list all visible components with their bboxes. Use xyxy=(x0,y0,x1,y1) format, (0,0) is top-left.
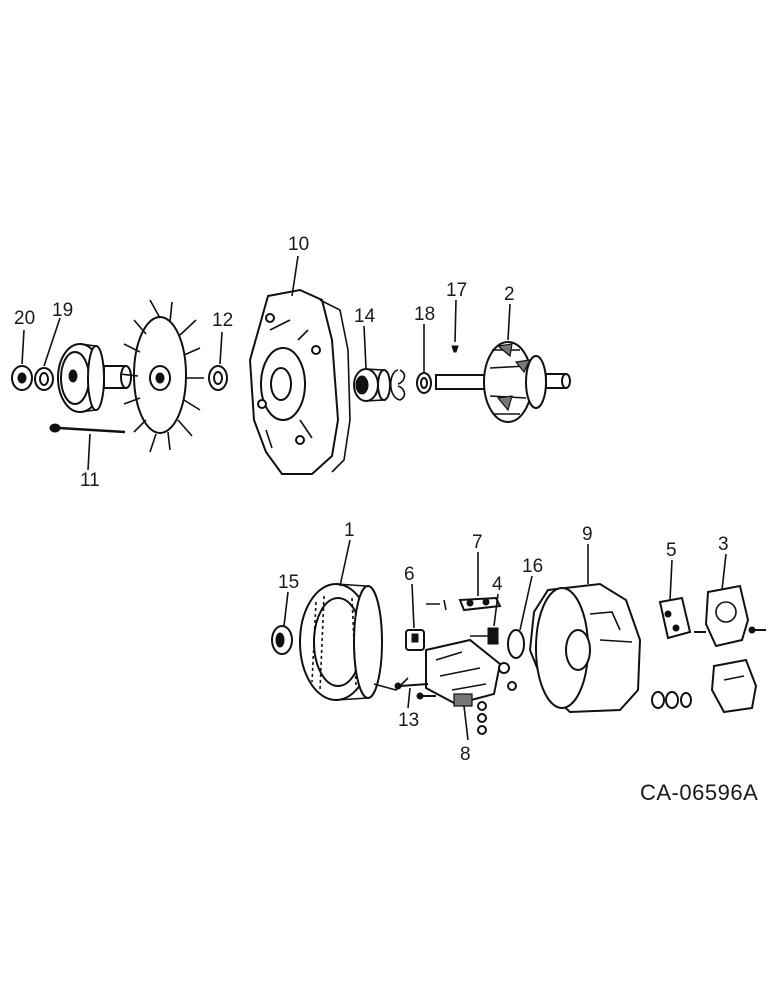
part-10-drive-end-frame xyxy=(248,288,351,475)
callout-9: 9 xyxy=(582,524,593,545)
callout-3: 3 xyxy=(718,534,729,555)
callout-8: 8 xyxy=(460,744,471,765)
part-15-bearing xyxy=(271,625,293,655)
callout-10: 10 xyxy=(288,234,309,255)
callout-14: 14 xyxy=(354,306,376,327)
part-16-insulator xyxy=(507,629,525,659)
callout-17: 17 xyxy=(446,280,467,301)
part-6-brush xyxy=(405,629,425,651)
part-13-screw xyxy=(394,682,436,700)
drawing-reference: CA-06596A xyxy=(640,780,758,805)
callout-2: 2 xyxy=(504,284,515,305)
spacer-set xyxy=(651,691,692,709)
callout-labels: 20 19 12 10 14 18 17 2 11 1 15 6 7 4 16 … xyxy=(14,234,729,765)
callout-11: 11 xyxy=(80,470,100,491)
part-18-washer xyxy=(416,372,432,394)
part-12-bushing xyxy=(208,365,228,391)
part-20-nut xyxy=(11,365,33,391)
part-9-slip-ring-end-frame xyxy=(528,582,642,714)
part-14-bearing xyxy=(353,368,391,402)
part-8-rectifier-bridge xyxy=(425,638,517,735)
callout-6: 6 xyxy=(404,564,415,585)
spacer xyxy=(103,365,132,389)
part-5-regulator xyxy=(658,596,706,640)
part-17-key xyxy=(451,345,459,353)
part-11-bolt xyxy=(49,423,126,434)
part-3-cover xyxy=(704,584,766,714)
part-2-rotor xyxy=(435,341,571,423)
callout-16: 16 xyxy=(522,556,543,577)
callout-13: 13 xyxy=(398,710,419,731)
leader-lines xyxy=(21,255,727,741)
pulley xyxy=(57,343,105,413)
callout-4: 4 xyxy=(492,574,503,595)
callout-18: 18 xyxy=(414,304,435,325)
part-4-capacitor xyxy=(470,627,499,645)
callout-15: 15 xyxy=(278,572,299,593)
callout-1: 1 xyxy=(344,520,355,541)
part-19-washer xyxy=(34,367,54,391)
part-1-stator xyxy=(299,583,409,701)
callout-5: 5 xyxy=(666,540,677,561)
callout-12: 12 xyxy=(212,310,233,331)
part-7-diode-trio xyxy=(426,596,502,612)
callout-20: 20 xyxy=(14,308,35,329)
fan xyxy=(119,299,204,453)
callout-19: 19 xyxy=(52,300,73,321)
callout-7: 7 xyxy=(472,532,483,553)
retainer-clip xyxy=(389,369,406,401)
